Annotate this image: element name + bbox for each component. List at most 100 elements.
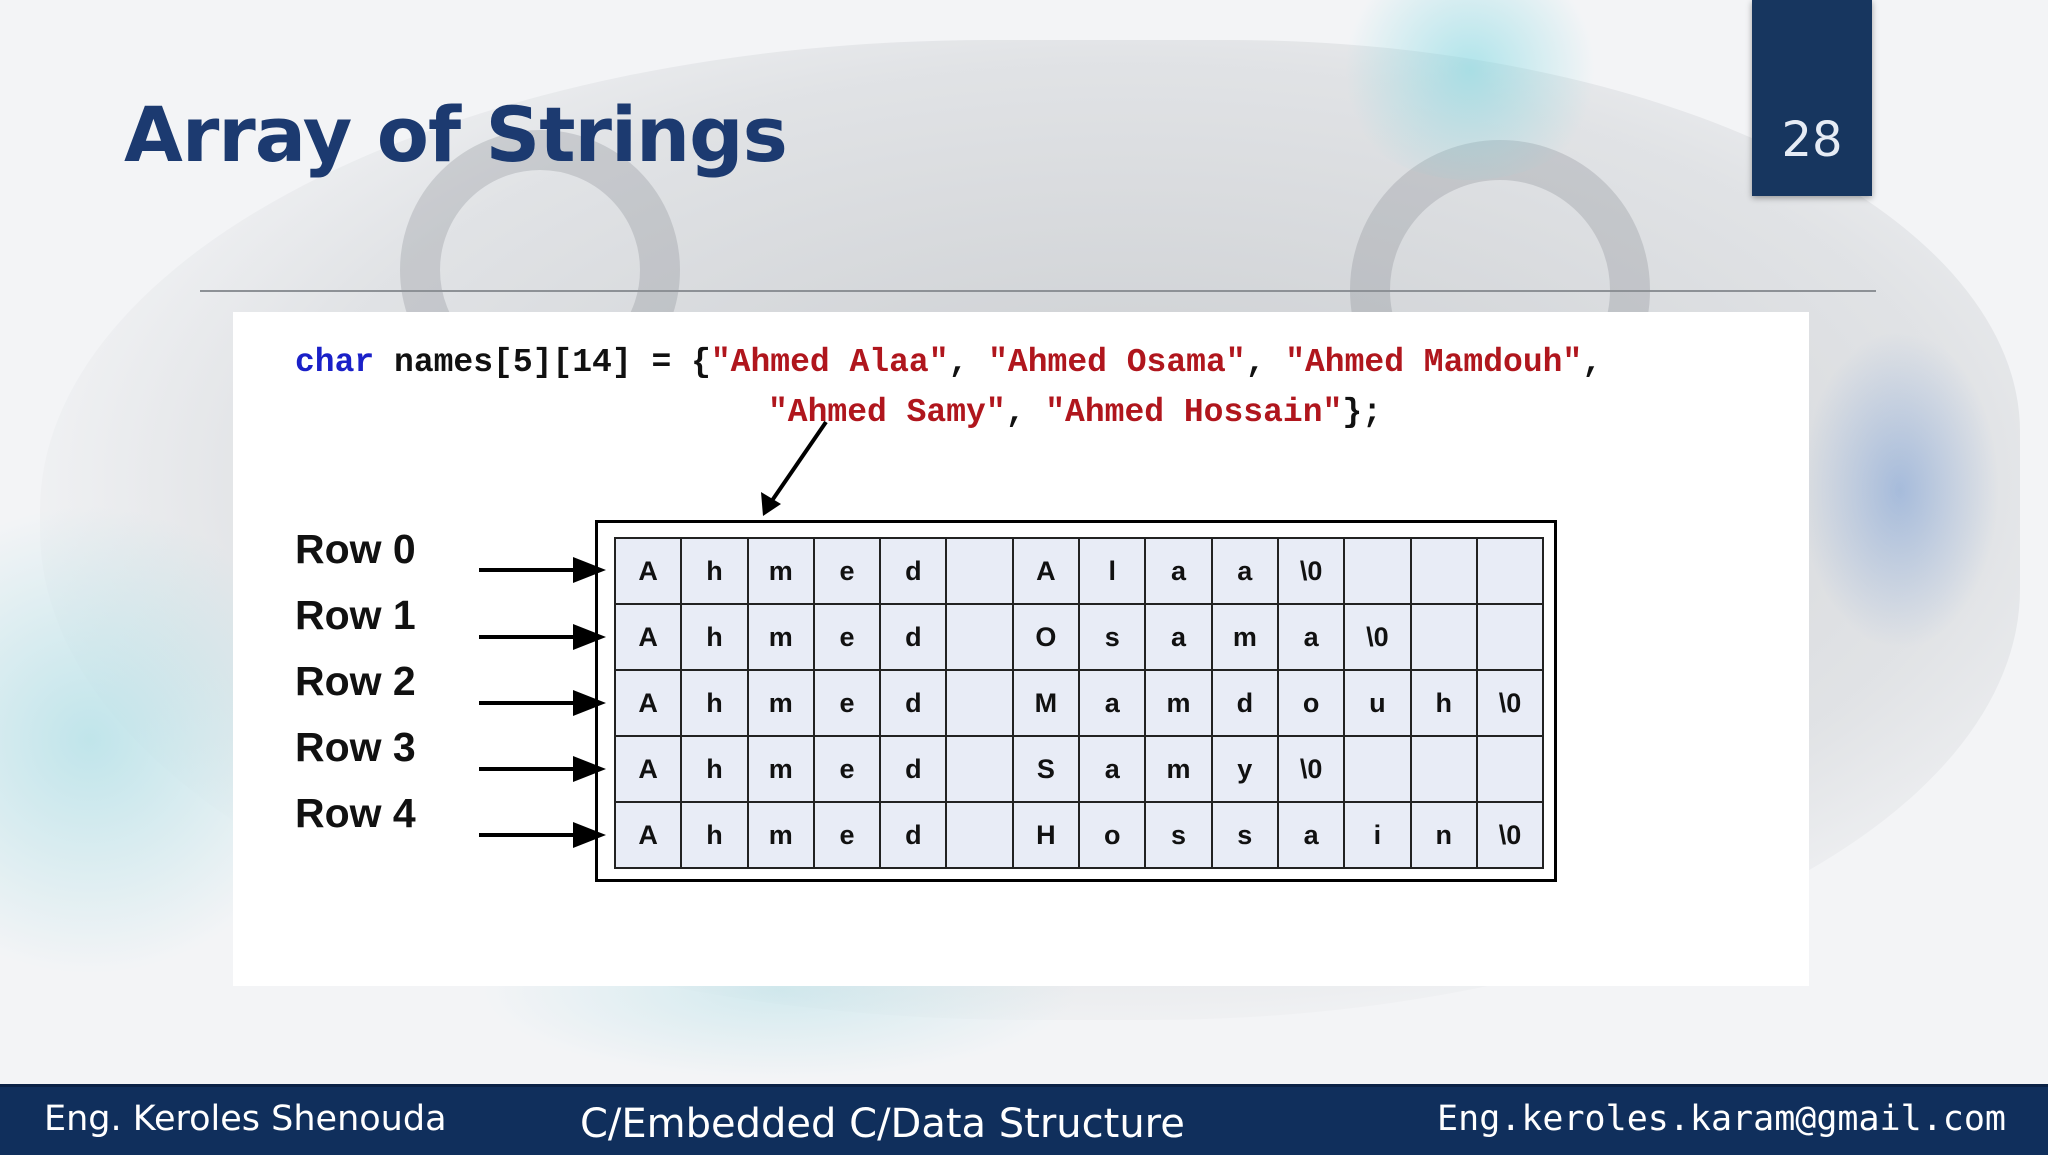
char-cell: h (682, 605, 749, 671)
char-cell: a (1146, 605, 1213, 671)
char-cell (947, 803, 1014, 869)
char-cell: \0 (1278, 737, 1346, 803)
char-cell: \0 (1278, 539, 1346, 605)
char-cell: m (1146, 737, 1213, 803)
slide-footer: Eng. Keroles Shenouda C/Embedded C/Data … (0, 1084, 2048, 1155)
char-cell: a (1212, 539, 1279, 605)
char-cell: e (814, 737, 882, 803)
char-cell: a (1080, 737, 1147, 803)
footer-email: Eng.keroles.karam@gmail.com (1437, 1099, 2006, 1139)
char-cell: i (1345, 803, 1412, 869)
code-string-1: "Ahmed Osama" (988, 344, 1246, 381)
char-cell: a (1146, 539, 1213, 605)
char-cell: d (1212, 671, 1279, 737)
char-cell (1345, 737, 1412, 803)
code-string-2: "Ahmed Mamdouh" (1285, 344, 1583, 381)
char-cell: h (682, 539, 749, 605)
char-cell: a (1278, 803, 1346, 869)
char-cell (1477, 737, 1545, 803)
name-pointer-arrowhead (761, 492, 781, 516)
char-cell: m (748, 671, 815, 737)
code-declaration: names[5][14] = { (374, 344, 711, 381)
footer-course-title: C/Embedded C/Data Structure (580, 1101, 1185, 1147)
char-cell: s (1146, 803, 1213, 869)
char-cell: A (616, 671, 683, 737)
char-cell: A (1013, 539, 1081, 605)
char-cell: n (1411, 803, 1478, 869)
char-cell (1477, 605, 1545, 671)
code-separator: , (948, 344, 989, 381)
char-cell: e (814, 605, 882, 671)
code-string-4: "Ahmed Hossain" (1045, 394, 1343, 431)
char-cell: m (748, 737, 815, 803)
char-cell (1477, 539, 1545, 605)
char-cell: e (814, 671, 882, 737)
char-cell (1345, 539, 1412, 605)
code-string-0: "Ahmed Alaa" (710, 344, 949, 381)
row-4-arrowhead (573, 822, 606, 848)
char-cell (947, 605, 1014, 671)
row-3-arrowhead (573, 756, 606, 782)
char-cell: \0 (1345, 605, 1412, 671)
footer-author: Eng. Keroles Shenouda (44, 1099, 447, 1139)
page-number-tab: 28 (1752, 0, 1872, 196)
char-cell: y (1212, 737, 1279, 803)
char-cell: A (616, 737, 683, 803)
char-cell: A (616, 539, 683, 605)
char-cell (1411, 539, 1478, 605)
title-divider (200, 290, 1876, 292)
char-cell: d (881, 605, 948, 671)
char-cell: a (1080, 671, 1147, 737)
char-cell: \0 (1477, 671, 1545, 737)
char-cell: h (1411, 671, 1478, 737)
char-cell: \0 (1477, 803, 1545, 869)
char-cell: h (682, 737, 749, 803)
char-cell: O (1013, 605, 1081, 671)
char-cell (1411, 605, 1478, 671)
char-cell: A (616, 605, 683, 671)
char-cell (947, 539, 1014, 605)
char-cell: A (616, 803, 683, 869)
array-of-strings-figure: char names[5][14] = {"Ahmed Alaa", "Ahme… (233, 312, 1809, 986)
char-cell: d (881, 539, 948, 605)
char-cell: m (748, 605, 815, 671)
row-label-3: Row 3 (295, 724, 416, 770)
row-0-arrowhead (573, 557, 606, 583)
row-label-0: Row 0 (295, 526, 416, 572)
char-cell: o (1080, 803, 1147, 869)
slide-title: Array of Strings (124, 90, 788, 179)
char-cell (947, 737, 1014, 803)
code-separator: , (1005, 394, 1046, 431)
char-cell: m (748, 539, 815, 605)
char-cell: h (682, 671, 749, 737)
char-cell: e (814, 803, 882, 869)
char-cell: d (881, 671, 948, 737)
name-pointer-arrow (767, 420, 828, 507)
row-label-2: Row 2 (295, 658, 416, 704)
char-cell: o (1278, 671, 1346, 737)
char-cell (1411, 737, 1478, 803)
char-cell: s (1080, 605, 1147, 671)
char-cell: d (881, 803, 948, 869)
char-cell: e (814, 539, 882, 605)
char-cell: a (1278, 605, 1346, 671)
code-string-3: "Ahmed Samy" (768, 394, 1006, 431)
char-cell: u (1345, 671, 1412, 737)
char-cell: l (1080, 539, 1147, 605)
code-snippet: char names[5][14] = {"Ahmed Alaa", "Ahme… (295, 338, 1602, 438)
code-separator: , (1245, 344, 1286, 381)
row-1-arrowhead (573, 624, 606, 650)
page-number: 28 (1781, 112, 1843, 168)
char-cell: h (682, 803, 749, 869)
char-cell: m (1146, 671, 1213, 737)
code-trailing-comma: , (1582, 344, 1603, 381)
char-cell (947, 671, 1014, 737)
code-keyword: char (295, 344, 375, 381)
row-2-arrowhead (573, 690, 606, 716)
char-cell: S (1013, 737, 1081, 803)
char-cell: m (1212, 605, 1279, 671)
pointer-arrows (479, 420, 828, 848)
char-cell: s (1212, 803, 1279, 869)
